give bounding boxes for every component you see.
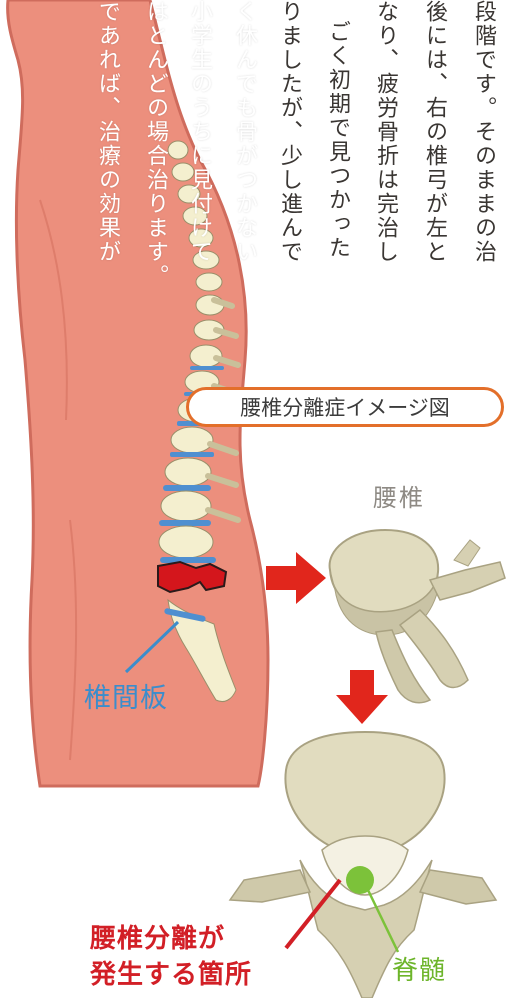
text-column-3: なり、疲労骨折は完治し xyxy=(374,0,396,264)
text-column-4: ごく初期で見つかった xyxy=(326,20,348,260)
separation-site-label-line1: 腰椎分離が xyxy=(90,918,225,955)
text-column-1: 段階です。そのままの治 xyxy=(472,0,494,264)
lumbar-label: 腰椎 xyxy=(373,478,425,513)
spinal-cord-label: 脊髄 xyxy=(392,950,446,987)
text-column-2: 後には、右の椎弓が左と xyxy=(423,0,445,264)
text-column-9: であれば、治療の効果が xyxy=(96,0,118,264)
lumbar-vertebra-bottom-image xyxy=(230,732,496,998)
diagram-title-badge: 腰椎分離症イメージ図 xyxy=(186,387,504,427)
red-right-arrow-icon xyxy=(266,552,326,604)
text-column-7: 小学生のうちに見付けて xyxy=(188,0,210,264)
text-column-5: りましたが、少し進んで xyxy=(278,0,300,264)
spinal-cord-marker xyxy=(346,866,374,894)
disc-label: 椎間板 xyxy=(84,676,168,715)
separation-site-label-line2: 発生する箇所 xyxy=(90,954,252,991)
text-column-8: はとんどの場合治ります。 xyxy=(144,0,166,288)
diagram-title-label: 腰椎分離症イメージ図 xyxy=(240,392,450,422)
red-down-arrow-icon xyxy=(336,670,388,724)
text-column-6: く休んでも骨がつかない xyxy=(233,0,255,264)
